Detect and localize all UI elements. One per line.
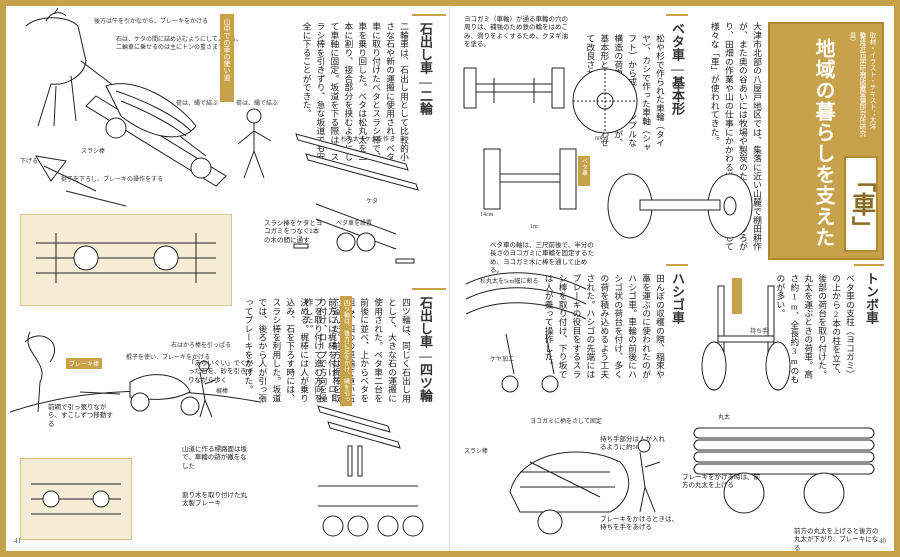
bottom-label-1: 棍子を使い、ブレーキをかける xyxy=(126,355,211,361)
tonbo-label-2: 丸太 xyxy=(718,415,731,421)
top-label-9: 梃子を下ろし、ブレーキの操作をする xyxy=(61,177,164,183)
ishidashi4-body: 四ツ輪は、同じく石出し用として、大きな石の運搬に使用された。ベタ車二台を前後に並… xyxy=(303,298,411,403)
top-label-0: 後方は牛を引かながら、ブレーキをかける xyxy=(94,19,209,25)
keta-label-5: ケタ xyxy=(366,199,379,205)
tonbo-label-3: ブレーキをかける時は、前方の丸太を上げる xyxy=(682,474,760,490)
top-label-2: 二輪車に乗せるのは主にトンの重さまで。 xyxy=(116,45,230,51)
tonbo-frame-svg xyxy=(701,285,791,391)
hashigo-label-1: ケヤ加工 xyxy=(490,357,515,363)
hashigo-body: 田んぼの収穫の際、稲束や藁を運ぶのに使われたのがハシゴ車。車輪の前後にハシゴ状の… xyxy=(543,274,665,379)
beta-label-4: 1m xyxy=(530,224,538,230)
keta-label-6: ベタ車を設置 xyxy=(336,221,373,227)
gutter xyxy=(449,6,450,551)
cart-diagram-panel xyxy=(20,214,232,306)
ishidashi4-rule xyxy=(412,288,446,290)
beta-rule xyxy=(666,14,688,16)
beta-cart-3d-svg xyxy=(607,173,753,239)
tonbo-tag xyxy=(732,278,742,314)
bottom-label-6: 山道に作る標路面は坂で、車輪の跡が轍をなした xyxy=(182,446,247,470)
tonbo-label-0: 持ち手 xyxy=(750,329,769,335)
hill-scene-illustration xyxy=(9,331,261,418)
beta-cart-top-svg xyxy=(483,148,577,210)
side-tag-1: 山中での車の使い道 xyxy=(223,18,231,81)
bottom-label-5: 前綱で引っ張りながら、すこしずつ移動する xyxy=(48,404,113,428)
top-label-3: 荷は、縄で結ぶ xyxy=(176,101,219,107)
ishidashi4-title: 石出し車―四ツ輪 xyxy=(418,296,433,402)
side-tag-2-box: 四ツ輪は、後方に足をかけ、縄を引っ張る xyxy=(333,296,352,406)
hashigo-label-5: 持ち手部分は人が入れるように約50cm xyxy=(600,436,665,452)
beta-label-5: 14cm xyxy=(480,212,494,218)
right-page-number: 40 xyxy=(879,537,886,545)
main-title-kanji-text: 「車」 xyxy=(847,168,874,240)
top-label-8: 下げる xyxy=(20,159,39,165)
top-label-1: 石は、ケタの間に詰め込むようにして入れる。 xyxy=(116,37,242,43)
beta-label-3: 60cm xyxy=(595,136,609,142)
main-title-kanji: 「車」 xyxy=(844,156,878,252)
credit-line-1: 監修：石川 亮（近江学研究所研究員） xyxy=(848,32,865,137)
man-label: 荷は、縄で結ぶ xyxy=(236,101,279,107)
bottom-label-4: 梶棒 xyxy=(216,389,229,395)
left-page: 後方は牛を引かながら、ブレーキをかける 石は、ケタの間に詰め込むようにして入れる… xyxy=(6,6,450,551)
tonbo-logs-svg xyxy=(693,427,875,514)
hashigo-label-3: スラシ棒 xyxy=(464,449,488,455)
side-tag-2: 四ツ輪は、後方に足をかけ、縄を引っ張る xyxy=(333,300,349,402)
keta-label-7: スラシ棒をケタとヨコガミをつなぐ2本の木の間に通す xyxy=(264,220,323,244)
ishidashi2-rule xyxy=(412,14,446,16)
kaji-body: 前方には梶棒を付け、ロープを取り付けて進む方向を決める。梶棒には人が乗り込み、石… xyxy=(243,298,337,403)
beta-caption-top: ヨコガミ（車軸）が通る車輪の穴の周りは、補強のため鉄の輪をはめこみ、滑りをよくす… xyxy=(464,16,568,49)
cart-diagram-svg xyxy=(36,233,216,283)
hashigo-ladder-svg xyxy=(465,272,587,393)
beta-tag-label: ベタ車 xyxy=(580,158,587,176)
bottom-label-7: 割り木を取り付けた丸太製ブレーキ xyxy=(182,492,247,508)
top-label-10: スラシ棒 xyxy=(81,149,105,155)
four-wheel-cart-svg xyxy=(317,405,424,537)
hashigo-title: ハシゴ車 xyxy=(670,272,685,324)
beta-title: ベタ車―基本形 xyxy=(670,22,685,115)
beta-wheel-svg xyxy=(572,68,638,134)
four-wheel-diagram xyxy=(31,483,121,515)
hashigo-label-6: ブレーキをかけるときは、持ちを手をあげる xyxy=(600,516,678,532)
side-tag-1-box: 山中での車の使い道 xyxy=(220,14,234,102)
keta-label-4: 杉丸太でケタを作る xyxy=(341,137,396,143)
left-page-number: 41 xyxy=(14,537,21,545)
right-page: 地域の暮らしを支えた 取材・イラスト・テキスト：大洋 歩（近江学研究所研究員） … xyxy=(450,6,894,552)
beta-caption-bottom: ベタ車の軸は、三尺前後で、半分の長さのヨコガミに車輪を固定するため、ヨコガミ木に… xyxy=(490,242,594,275)
hashigo-rule xyxy=(666,264,688,266)
main-title: 地域の暮らしを支えた xyxy=(812,38,834,248)
title-box: 地域の暮らしを支えた 取材・イラスト・テキスト：大洋 歩（近江学研究所研究員） … xyxy=(768,22,884,260)
tonbo-title: トンボ車 xyxy=(864,272,879,324)
hay-cart-svg xyxy=(509,439,661,535)
bottom-label-3: 「あらいぐい」でくだった石を、砂を引きずりながら歩く xyxy=(188,360,253,384)
hashigo-label-2: ヨコガミに柄をさして固定 xyxy=(530,419,602,425)
tonbo-label-4: 前方の丸太を上げると後方の丸太が下がり、ブレーキになる xyxy=(794,528,879,552)
ishidashi2-title: 石出し車―二輪 xyxy=(418,22,433,115)
ishidashi2-body: 二輪車は、石出し用として比較的小さな石や新の運搬に使用され、ベタ車に取り付けたベ… xyxy=(301,22,409,162)
bottom-label-0: ブレーキ棒 xyxy=(66,358,103,369)
bottom-label-2: 右はかろ棒を引っぱる xyxy=(171,343,232,349)
beta-tag: ベタ車 xyxy=(578,156,590,186)
keta-assembly-svg xyxy=(293,133,419,264)
credit-line-0: 取材・イラスト・テキスト：大洋 歩（近江学研究所研究員） xyxy=(858,32,875,130)
tonbo-body: ベタ車の支柱（ヨコガミ）の上から2本の柱を立て、後部の荷台を取り付けた。丸太を運… xyxy=(775,274,855,384)
tonbo-rule xyxy=(854,264,884,266)
hashigo-label-0: 杉丸太を5cm幅に割る xyxy=(480,279,539,285)
beta-cart-front-svg xyxy=(463,67,565,109)
man-pulling-illustration xyxy=(237,108,272,179)
ox-cart-illustration xyxy=(25,7,227,207)
intro: 大津市北部の八屋戸地区では、集落に近い山麓で棚田耕作が、また奥の谷あいには牧場や… xyxy=(709,22,762,251)
